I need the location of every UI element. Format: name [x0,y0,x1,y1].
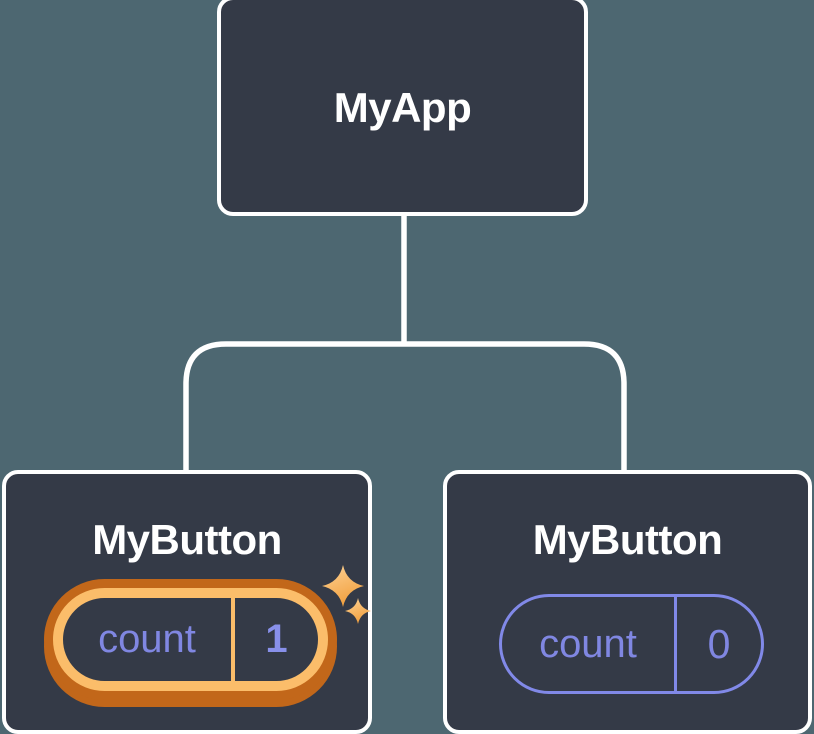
component-label: MyButton [92,516,282,563]
state-pill-divider [231,598,235,681]
state-key-label: count [539,621,637,666]
state-pill: count 0 [499,594,764,694]
state-value: 0 [707,620,731,667]
state-value: 1 [265,617,288,661]
component-label: MyButton [532,516,723,563]
component-label: MyApp [333,84,472,131]
state-key-label: count [98,617,196,661]
component-node-child-right: MyButton count 0 [443,470,812,734]
component-node-root: MyApp [217,0,588,216]
sparkles-icon [322,565,371,624]
sparkle-large [322,565,364,607]
state-pill-divider [674,597,677,691]
connector-branch-bracket [183,341,627,476]
state-pill-highlighted: count 1 [53,588,328,691]
component-node-child-left: MyButton count 1 [2,470,372,734]
sparkle-small [345,598,371,624]
